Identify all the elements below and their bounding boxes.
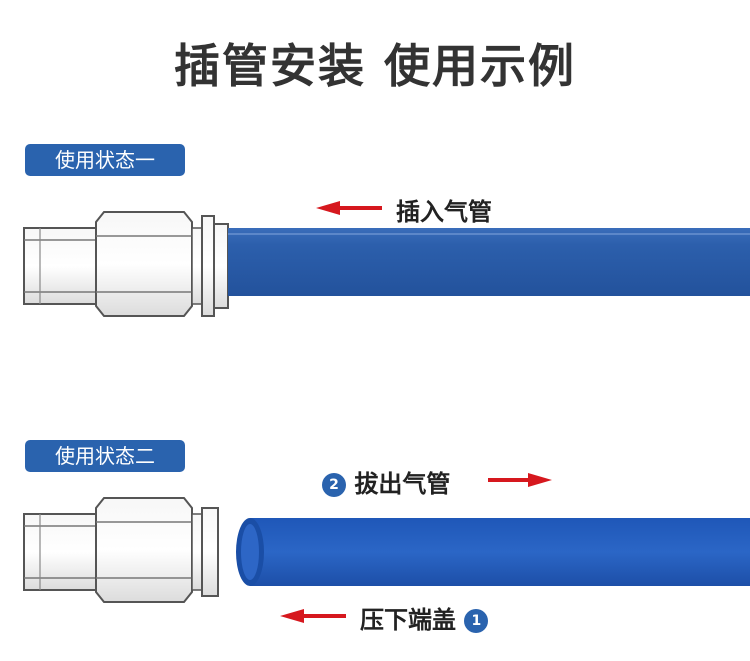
pull-tube-label: 2 拔出气管 <box>322 464 450 499</box>
step-number-badge: 2 <box>322 473 346 497</box>
arrow-left-icon <box>280 609 346 623</box>
fitting-one <box>23 211 229 317</box>
pull-tube-text: 拔出气管 <box>354 470 451 498</box>
arrow-right-icon <box>488 473 552 487</box>
state-two-badge: 使用状态二 <box>25 440 185 472</box>
step-number-badge: 1 <box>464 609 489 633</box>
air-tube-inserted <box>228 228 750 296</box>
page-title: 插管安装 使用示例 <box>173 39 576 93</box>
press-cap-label: 压下端盖 1 <box>360 600 489 635</box>
arrow-left-icon <box>316 201 382 215</box>
air-tube-removed <box>236 518 750 586</box>
state-one-badge: 使用状态一 <box>25 144 185 176</box>
fitting-two <box>23 497 219 603</box>
press-cap-text: 压下端盖 <box>360 606 456 634</box>
insert-tube-label: 插入气管 <box>396 198 492 226</box>
